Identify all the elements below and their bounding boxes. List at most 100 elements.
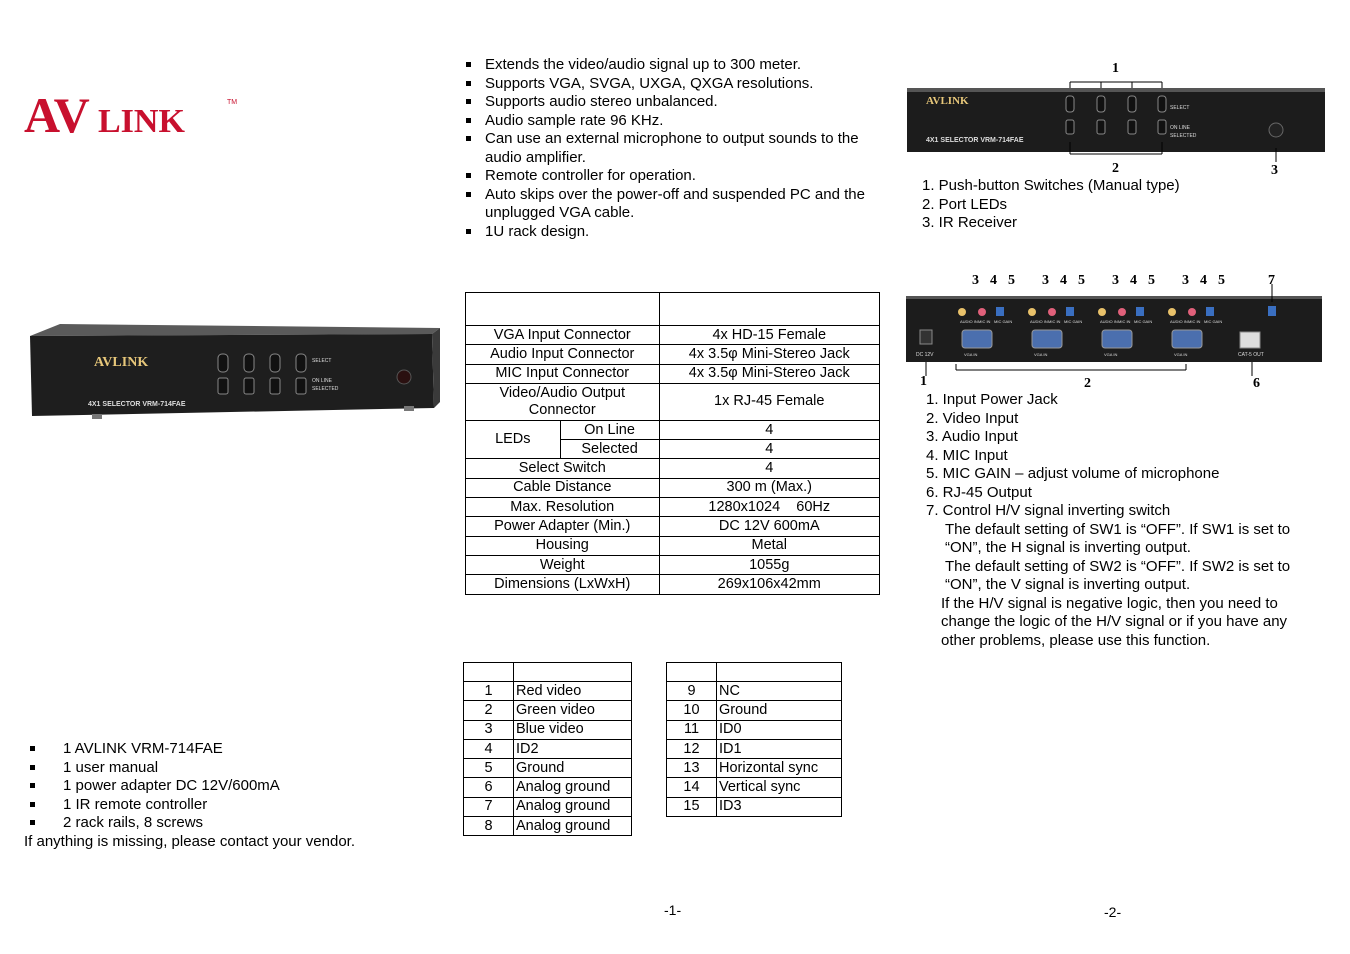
front-callout-1: 1: [1112, 61, 1119, 76]
rear-port-label: AUDIO IN: [1170, 319, 1188, 324]
feature-item: Extends the video/audio signal up to 300…: [466, 56, 876, 75]
rear-port-label: MIC IN: [1048, 319, 1061, 324]
spec-label: On Line: [559, 419, 660, 441]
pin-number: 4: [463, 738, 514, 760]
rear-dc-label: DC 12V: [916, 352, 934, 358]
pin-header-cell: [666, 662, 717, 682]
rear-port-label: MIC IN: [1188, 319, 1201, 324]
rear-jack: [1028, 308, 1036, 316]
pin-number: 7: [463, 796, 514, 818]
pin-signal: ID2: [513, 738, 632, 760]
pin-signal: Vertical sync: [716, 777, 842, 798]
rear-port-label: MIC GAIN: [994, 319, 1012, 324]
rear-top-callout: 5: [1218, 273, 1225, 288]
rear-top-callout: 4: [1200, 273, 1207, 288]
hv-note: other problems, please use this function…: [941, 631, 1211, 649]
vga-port: [961, 329, 993, 349]
pin-header-cell: [463, 662, 514, 682]
package-note: If anything is missing, please contact y…: [24, 833, 356, 850]
pin-number: 14: [666, 777, 717, 798]
front-model-label: 4X1 SELECTOR VRM-714FAE: [926, 137, 1024, 144]
rear-panel-captions: 1. Input Power Jack 2. Video Input 3. Au…: [926, 391, 1326, 650]
pin-signal: Red video: [513, 680, 632, 702]
package-item: 1 power adapter DC 12V/600mA: [24, 777, 444, 796]
spec-label: Cable Distance: [465, 477, 660, 499]
device-brand: AVLINK: [94, 355, 148, 370]
page-number-right: -2-: [1104, 904, 1122, 920]
mic-gain-knob: [1206, 307, 1214, 316]
spec-label: VGA Input Connector: [465, 324, 660, 346]
vga-port: [1031, 329, 1063, 349]
feature-item: Auto skips over the power-off and suspen…: [466, 186, 876, 223]
spec-value: 269x106x42mm: [658, 574, 880, 595]
rear-caption: 4. MIC Input: [926, 446, 1008, 464]
spec-header-row: [465, 292, 880, 326]
page-number-left: -1-: [664, 902, 682, 918]
spec-header-cell: [465, 292, 660, 326]
pin-number: 12: [666, 738, 717, 760]
rear-top-callout: 5: [1078, 273, 1085, 288]
rear-caption: 3. Audio Input: [926, 428, 1018, 445]
spec-value: 4x HD-15 Female: [658, 324, 880, 346]
rear-jack: [1118, 308, 1126, 316]
rear-top-callout: 3: [972, 273, 979, 288]
pin-signal: Analog ground: [513, 777, 632, 798]
spec-label: Audio Input Connector: [465, 344, 660, 365]
sw1-note: The default setting of SW1 is “OFF”. If …: [945, 520, 1291, 538]
pin-header-row: [666, 662, 842, 682]
rear-port-label: AUDIO IN: [1100, 319, 1118, 324]
spec-label: Power Adapter (Min.): [465, 516, 660, 537]
pin-number: 1: [463, 680, 514, 702]
rear-top-callout: 4: [1130, 273, 1137, 288]
pin-number: 3: [463, 719, 514, 740]
logo-link-text: LINK: [98, 103, 185, 138]
spec-label: Select Switch: [465, 458, 660, 479]
spec-value: 1x RJ-45 Female: [658, 382, 880, 421]
device-online-label: ON LINE: [312, 378, 333, 384]
rear-caption: 7. Control H/V signal inverting switch: [926, 502, 1171, 519]
spec-value: 300 m (Max.): [658, 477, 880, 499]
front-panel-diagram: AVLINK SELECT ON LINE SELECTED 4X1 SELEC…: [900, 58, 1330, 184]
package-item: 1 AVLINK VRM-714FAE: [24, 740, 444, 759]
rear-port-label: AUDIO IN: [1030, 319, 1048, 324]
mic-gain-knob: [996, 307, 1004, 316]
pin-header-cell: [716, 662, 842, 682]
device-photo: AVLINK SELECT ON LINE SELECTED 4X1 SELEC…: [22, 322, 442, 426]
rear-top-callout: 5: [1008, 273, 1015, 288]
feature-item: 1U rack design.: [466, 223, 876, 242]
vga-port: [1101, 329, 1133, 349]
feature-item: Remote controller for operation.: [466, 167, 876, 186]
rear-top-callout: 7: [1268, 273, 1275, 288]
front-caption: 1. Push-button Switches (Manual type): [922, 177, 1180, 194]
spec-value: 4: [658, 439, 880, 460]
rear-caption: 2. Video Input: [926, 409, 1019, 427]
rear-caption: 1. Input Power Jack: [926, 391, 1058, 408]
spec-value: 4x 3.5φ Mini-Stereo Jack: [658, 344, 880, 365]
pin-signal: ID1: [716, 738, 842, 760]
rear-jack: [1048, 308, 1056, 316]
pin-signal: Ground: [513, 758, 632, 779]
device-model-label: 4X1 SELECTOR VRM-714FAE: [88, 401, 186, 408]
spec-value: 4x 3.5φ Mini-Stereo Jack: [658, 363, 880, 384]
rear-callout-1: 1: [920, 374, 927, 389]
mic-gain-knob: [1136, 307, 1144, 316]
pin-signal: Analog ground: [513, 796, 632, 818]
